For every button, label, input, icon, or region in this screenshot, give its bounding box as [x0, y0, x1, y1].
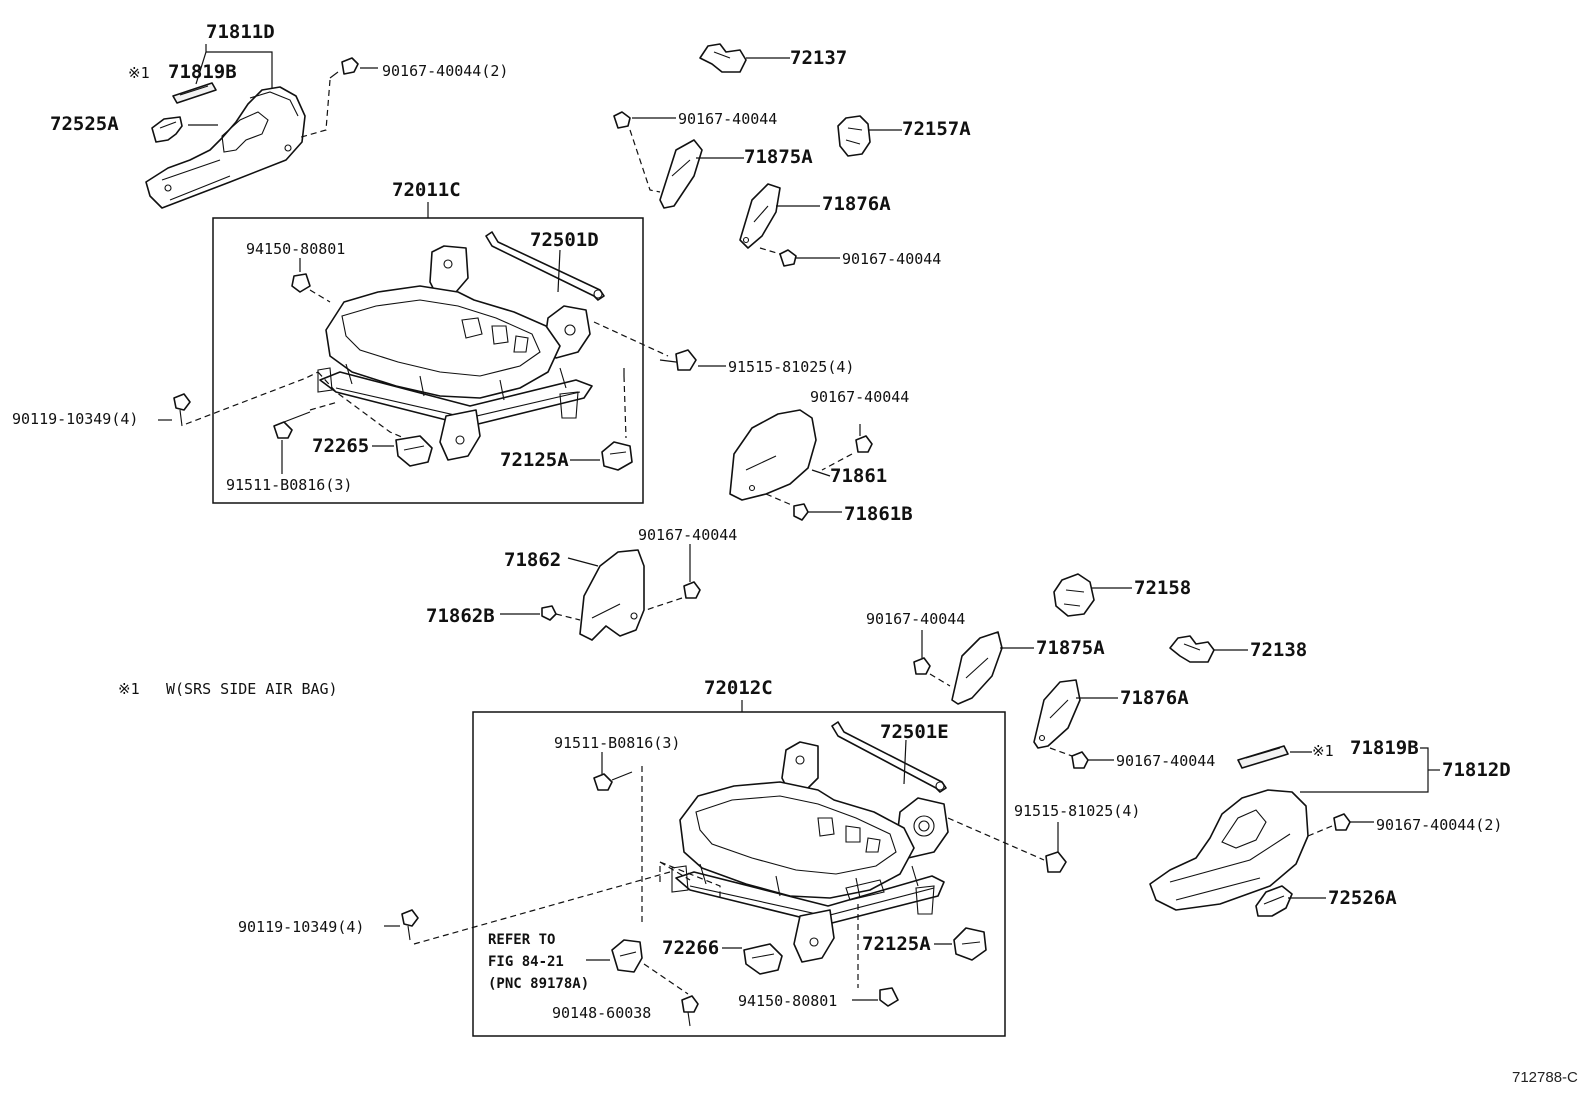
knob-72526A [1255, 885, 1293, 917]
screw-90167-d [683, 581, 701, 599]
callout-72125A-top: 72125A [500, 449, 569, 471]
callout-94150-80801-bottom: 94150-80801 [738, 992, 837, 1010]
figure-code: 712788-C [1512, 1069, 1578, 1086]
callout-72526A: 72526A [1328, 887, 1397, 909]
callout-72138: 72138 [1250, 639, 1307, 661]
callout-91511-B0816-top: 91511-B0816(3) [226, 476, 352, 494]
callout-72137: 72137 [790, 47, 847, 69]
cover-72137 [699, 43, 747, 73]
cover-72157A [837, 115, 871, 157]
cover-72138 [1169, 635, 1215, 663]
callout-71875A-bottom: 71875A [1036, 637, 1105, 659]
refer-line-1: REFER TO [488, 932, 555, 948]
callout-71876A-bottom: 71876A [1120, 687, 1189, 709]
assembly-box-72012C [472, 711, 1006, 1037]
callout-71876A-top: 71876A [822, 193, 891, 215]
label-plate-top [172, 82, 217, 104]
callout-90167-40044-b: 90167-40044 [842, 250, 941, 268]
bolt-91515-top [675, 349, 697, 371]
callout-90167-40044-a: 90167-40044 [678, 110, 777, 128]
callout-71819B-top: 71819B [168, 61, 237, 83]
callout-90119-10349-top: 90119-10349(4) [12, 410, 138, 428]
sensor-72265 [395, 435, 433, 467]
assembly-box-72011C [212, 217, 644, 504]
callout-72525A: 72525A [50, 113, 119, 135]
screw-90167-f [1071, 751, 1089, 769]
screw-90167-e [913, 657, 931, 675]
label-plate-bottom [1237, 745, 1289, 769]
refer-line-2: FIG 84-21 [488, 954, 564, 970]
callout-72265: 72265 [312, 435, 369, 457]
callout-90167-40044-2-top: 90167-40044(2) [382, 62, 508, 80]
callout-71875A-top: 71875A [744, 146, 813, 168]
callout-90148-60038: 90148-60038 [552, 1004, 651, 1022]
knob-72525A [151, 116, 183, 143]
shield-71876A-bottom [1033, 679, 1081, 749]
note-text: W(SRS SIDE AIR BAG) [166, 680, 338, 698]
callout-72157A: 72157A [902, 118, 971, 140]
callout-72011C: 72011C [392, 179, 461, 201]
callout-72501D: 72501D [530, 229, 599, 251]
callout-71862: 71862 [504, 549, 561, 571]
callout-90167-40044-e: 90167-40044 [866, 610, 965, 628]
seat-adjuster-frame-top [317, 245, 593, 461]
screw-90167-a [613, 111, 631, 129]
callout-72158: 72158 [1134, 577, 1191, 599]
rod-72501D [485, 231, 605, 301]
callout-71812D: 71812D [1442, 759, 1511, 781]
callout-71861: 71861 [830, 465, 887, 487]
cover-71862 [579, 549, 645, 641]
callout-71811D: 71811D [206, 21, 275, 43]
callout-90119-10349-bottom: 90119-10349(4) [238, 918, 364, 936]
callout-71819B-bottom: 71819B [1350, 737, 1419, 759]
bolt-91515-bottom [1045, 851, 1067, 873]
callout-72501E: 72501E [880, 721, 949, 743]
callout-91515-81025-top: 91515-81025(4) [728, 358, 854, 376]
note-mark-top: ※1 [128, 64, 150, 82]
callout-90167-40044-d: 90167-40044 [638, 526, 737, 544]
shield-71875A-top [659, 139, 703, 209]
pin-71862B [541, 605, 557, 621]
callout-71862B: 71862B [426, 605, 495, 627]
screw-90167-c [855, 435, 873, 453]
callout-91511-B0816-bottom: 91511-B0816(3) [554, 734, 680, 752]
shield-71876A-top [739, 183, 781, 249]
screw-90167-2-bottom [1333, 813, 1351, 831]
screw-90167-b [779, 249, 797, 267]
callout-91515-81025-bottom: 91515-81025(4) [1014, 802, 1140, 820]
sensor-72266 [743, 943, 783, 975]
note-mark-bottom: ※1 [1312, 742, 1334, 760]
shield-71875A-bottom [951, 631, 1003, 705]
callout-90167-40044-f: 90167-40044 [1116, 752, 1215, 770]
bracket-89178A [611, 939, 643, 973]
switch-72125A-top [601, 441, 633, 471]
seat-adjuster-frame-bottom [671, 741, 949, 963]
callout-72266: 72266 [662, 937, 719, 959]
screw-90148-60038 [681, 995, 699, 1027]
bolt-90119-top [173, 393, 191, 427]
bolt-91511-top [273, 411, 311, 439]
callout-90167-40044-c: 90167-40044 [810, 388, 909, 406]
bolt-91511-bottom [593, 771, 633, 791]
callout-72012C: 72012C [704, 677, 773, 699]
note-symbol: ※1 [118, 680, 140, 698]
pin-71861B [793, 503, 809, 521]
callout-90167-40044-2-bottom: 90167-40044(2) [1376, 816, 1502, 834]
callout-71861B: 71861B [844, 503, 913, 525]
switch-72125A-bottom [953, 927, 987, 961]
callout-94150-80801-top: 94150-80801 [246, 240, 345, 258]
rod-72501E [831, 721, 947, 793]
cover-71861 [729, 409, 817, 501]
nut-94150-top [291, 273, 311, 293]
nut-94150-bottom [879, 987, 899, 1007]
cover-72158 [1053, 573, 1095, 617]
bolt-90119-bottom [401, 909, 419, 941]
refer-line-3: (PNC 89178A) [488, 976, 589, 992]
seat-cushion-shield-outer-bottom [1149, 789, 1309, 911]
callout-72125A-bottom: 72125A [862, 933, 931, 955]
seat-cushion-shield-outer-top [145, 86, 306, 209]
screw-top-left [329, 57, 359, 79]
